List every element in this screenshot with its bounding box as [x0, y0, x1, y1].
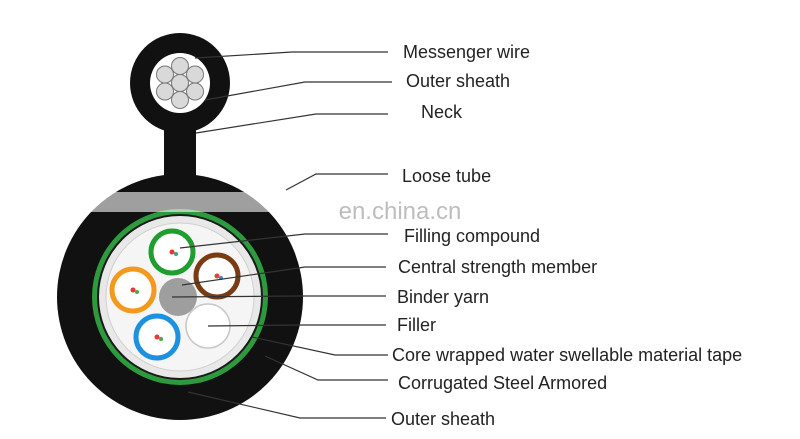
fiber-icon	[174, 252, 178, 256]
label-filling-compound: Filling compound	[404, 226, 540, 246]
leader-neck	[195, 113, 388, 134]
messenger-strand	[186, 82, 204, 101]
messenger-wire-strands	[156, 57, 204, 109]
label-loose-tube: Loose tube	[402, 166, 491, 186]
fiber-icon	[130, 287, 136, 293]
messenger-head	[130, 33, 230, 133]
label-corrugated-steel-armored: Corrugated Steel Armored	[398, 373, 607, 393]
messenger-strand	[171, 57, 189, 75]
leader-messenger-wire	[194, 51, 388, 59]
leader-lines	[171, 51, 392, 419]
label-central-strength-member: Central strength member	[398, 257, 597, 277]
messenger-strand	[171, 91, 189, 109]
label-messenger-wire: Messenger wire	[403, 42, 530, 62]
watermark-band	[75, 192, 295, 212]
fiber-icon	[159, 337, 163, 341]
label-neck: Neck	[421, 102, 463, 122]
label-binder-yarn: Binder yarn	[397, 287, 489, 307]
label-core-wrapped-tape: Core wrapped water swellable material ta…	[392, 345, 742, 365]
fiber-icon	[169, 249, 175, 255]
loose-tube-orange	[109, 266, 157, 314]
leader-core-wrapped-tape	[251, 336, 388, 356]
loose-tube-brown	[193, 252, 241, 300]
loose-tube-green	[148, 228, 196, 276]
leader-outer-sheath-bottom	[187, 391, 386, 419]
messenger-strand	[171, 74, 189, 92]
leader-outer-sheath-top	[204, 81, 392, 101]
messenger-strand	[156, 82, 174, 101]
label-filler: Filler	[397, 315, 436, 335]
leader-filler	[207, 324, 386, 327]
leader-filling-compound	[179, 233, 388, 249]
leader-central-strength-member	[181, 266, 386, 286]
fiber-icon	[214, 273, 220, 279]
messenger-strand	[186, 65, 204, 84]
messenger-strand	[156, 65, 174, 84]
leader-binder-yarn	[171, 295, 386, 298]
fiber-icon	[135, 290, 139, 294]
loose-tube-blue	[133, 313, 181, 361]
leader-corrugated-steel-armored	[264, 355, 388, 381]
labels: Messenger wire Outer sheath Neck Loose t…	[391, 42, 742, 429]
label-outer-sheath-top: Outer sheath	[406, 71, 510, 91]
leader-loose-tube	[285, 173, 388, 191]
fiber-icon	[154, 334, 160, 340]
watermark-text: en.china.cn	[339, 198, 462, 225]
label-outer-sheath-bottom: Outer sheath	[391, 409, 495, 429]
